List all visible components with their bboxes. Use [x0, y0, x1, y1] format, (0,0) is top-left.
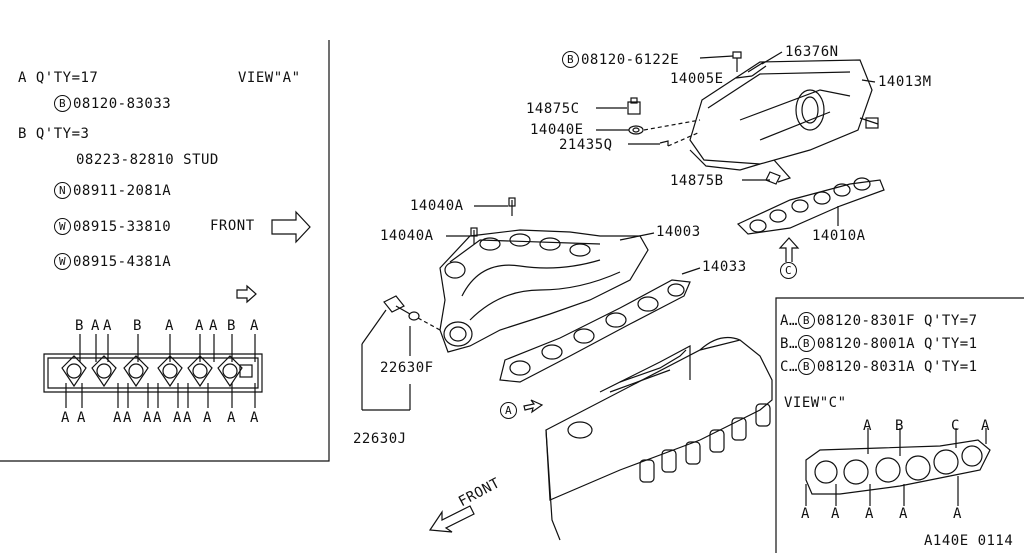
stud-part: 08223-82810 STUD: [76, 152, 219, 168]
bolt-symbol-icon: B: [54, 95, 71, 112]
part-label-14040a: 14040A: [380, 228, 434, 244]
part-label-14010a: 14010A: [812, 228, 866, 244]
view-c-bottom-letter: A: [801, 506, 810, 522]
view-a-bottom-letter: A: [113, 410, 122, 426]
view-a-top-letter: A: [195, 318, 204, 334]
small-arrow-icon: [236, 284, 257, 304]
part-label-14040a: 14040A: [410, 198, 464, 214]
intake-manifold-drawing: [439, 197, 655, 353]
diagram-code: A140E 0114: [924, 533, 1014, 549]
gasket-14033-drawing: [499, 267, 701, 383]
view-a-label: VIEW"A": [238, 70, 301, 86]
view-a-bottom-letter: A: [203, 410, 212, 426]
part-label-16376n: 16376N: [785, 44, 839, 60]
nut-symbol-icon: N: [54, 182, 71, 199]
part-label-22630j: 22630J: [353, 431, 407, 447]
washer-symbol-icon: W: [54, 218, 71, 235]
view-a-symbol-icon: A: [500, 402, 517, 419]
view-c-gasket-drawing: [805, 428, 991, 506]
front-arrow-bottom-icon: [428, 505, 475, 533]
part-label-14013m: 14013M: [878, 74, 932, 90]
arrow-a-icon: [523, 399, 544, 414]
a-qty-label: A Q'TY=17: [18, 70, 99, 86]
front-label: FRONT: [210, 218, 255, 234]
view-a-top-letter: A: [103, 318, 112, 334]
part-label-14005e: 14005E: [670, 71, 724, 87]
washer2-part: 08915-4381A: [73, 254, 172, 270]
view-a-bottom-letter: A: [183, 410, 192, 426]
engine-block-drawing: [545, 337, 773, 541]
view-c-bottom-letter: A: [953, 506, 962, 522]
view-a-bottom-letter: A: [123, 410, 132, 426]
part-label-21435q: 21435Q: [559, 137, 613, 153]
bolt-symbol-icon: B: [797, 335, 815, 352]
view-a-top-letter: B: [133, 318, 142, 334]
view-a-top-letter: B: [75, 318, 84, 334]
view-a-bottom-letter: A: [143, 410, 152, 426]
view-c-top-letter: B: [895, 418, 904, 434]
view-a-top-letter: B: [227, 318, 236, 334]
view-c-label: VIEW"C": [784, 395, 847, 411]
front-arrow-icon: [271, 210, 311, 244]
sensor-22630-drawing: [361, 295, 441, 411]
left-panel-border: [0, 40, 330, 462]
view-a-top-letter: A: [250, 318, 259, 334]
view-c-bottom-letter: A: [899, 506, 908, 522]
part-label-14875c: 14875C: [526, 101, 580, 117]
washer1-part: 08915-33810: [73, 219, 172, 235]
part-label-14040e: 14040E: [530, 122, 584, 138]
collector-drawing: [689, 51, 879, 183]
view-a-bottom-letter: A: [153, 410, 162, 426]
view-c-bottom-letter: A: [865, 506, 874, 522]
view-c-marker: C: [780, 262, 799, 279]
view-a-marker: A: [500, 402, 519, 419]
part-label-22630f: 22630F: [380, 360, 434, 376]
a-bolt-part: 08120-83033: [73, 96, 172, 112]
view-a-bottom-letter: A: [227, 410, 236, 426]
view-c-top-letter: A: [863, 418, 872, 434]
view-a-bottom-letter: A: [77, 410, 86, 426]
view-a-bottom-letter: A: [61, 410, 70, 426]
view-c-bottom-letter: A: [831, 506, 840, 522]
view-a-top-letter: A: [91, 318, 100, 334]
b-qty-label: B Q'TY=3: [18, 126, 90, 142]
view-a-top-letter: A: [209, 318, 218, 334]
nut-part: 08911-2081A: [73, 183, 172, 199]
view-a-top-letter: A: [165, 318, 174, 334]
fittings-drawing: [596, 97, 781, 185]
bolt-symbol-icon: B: [562, 51, 579, 68]
view-a-gasket-drawing: [43, 334, 263, 408]
washer-symbol-icon: W: [54, 253, 71, 270]
bolt-symbol-icon: B: [797, 358, 815, 375]
view-a-bottom-letter: A: [173, 410, 182, 426]
gasket-14010a-drawing: [736, 177, 885, 262]
view-c-symbol-icon: C: [780, 262, 797, 279]
view-c-top-letter: C: [951, 418, 960, 434]
view-a-bottom-letter: A: [250, 410, 259, 426]
part-label-14875b: 14875B: [670, 173, 724, 189]
right-box-border: [775, 297, 1024, 553]
part-label-14033: 14033: [702, 259, 747, 275]
part-label-14003: 14003: [656, 224, 701, 240]
bolt-symbol-icon: B: [797, 312, 815, 329]
view-c-top-letter: A: [981, 418, 990, 434]
